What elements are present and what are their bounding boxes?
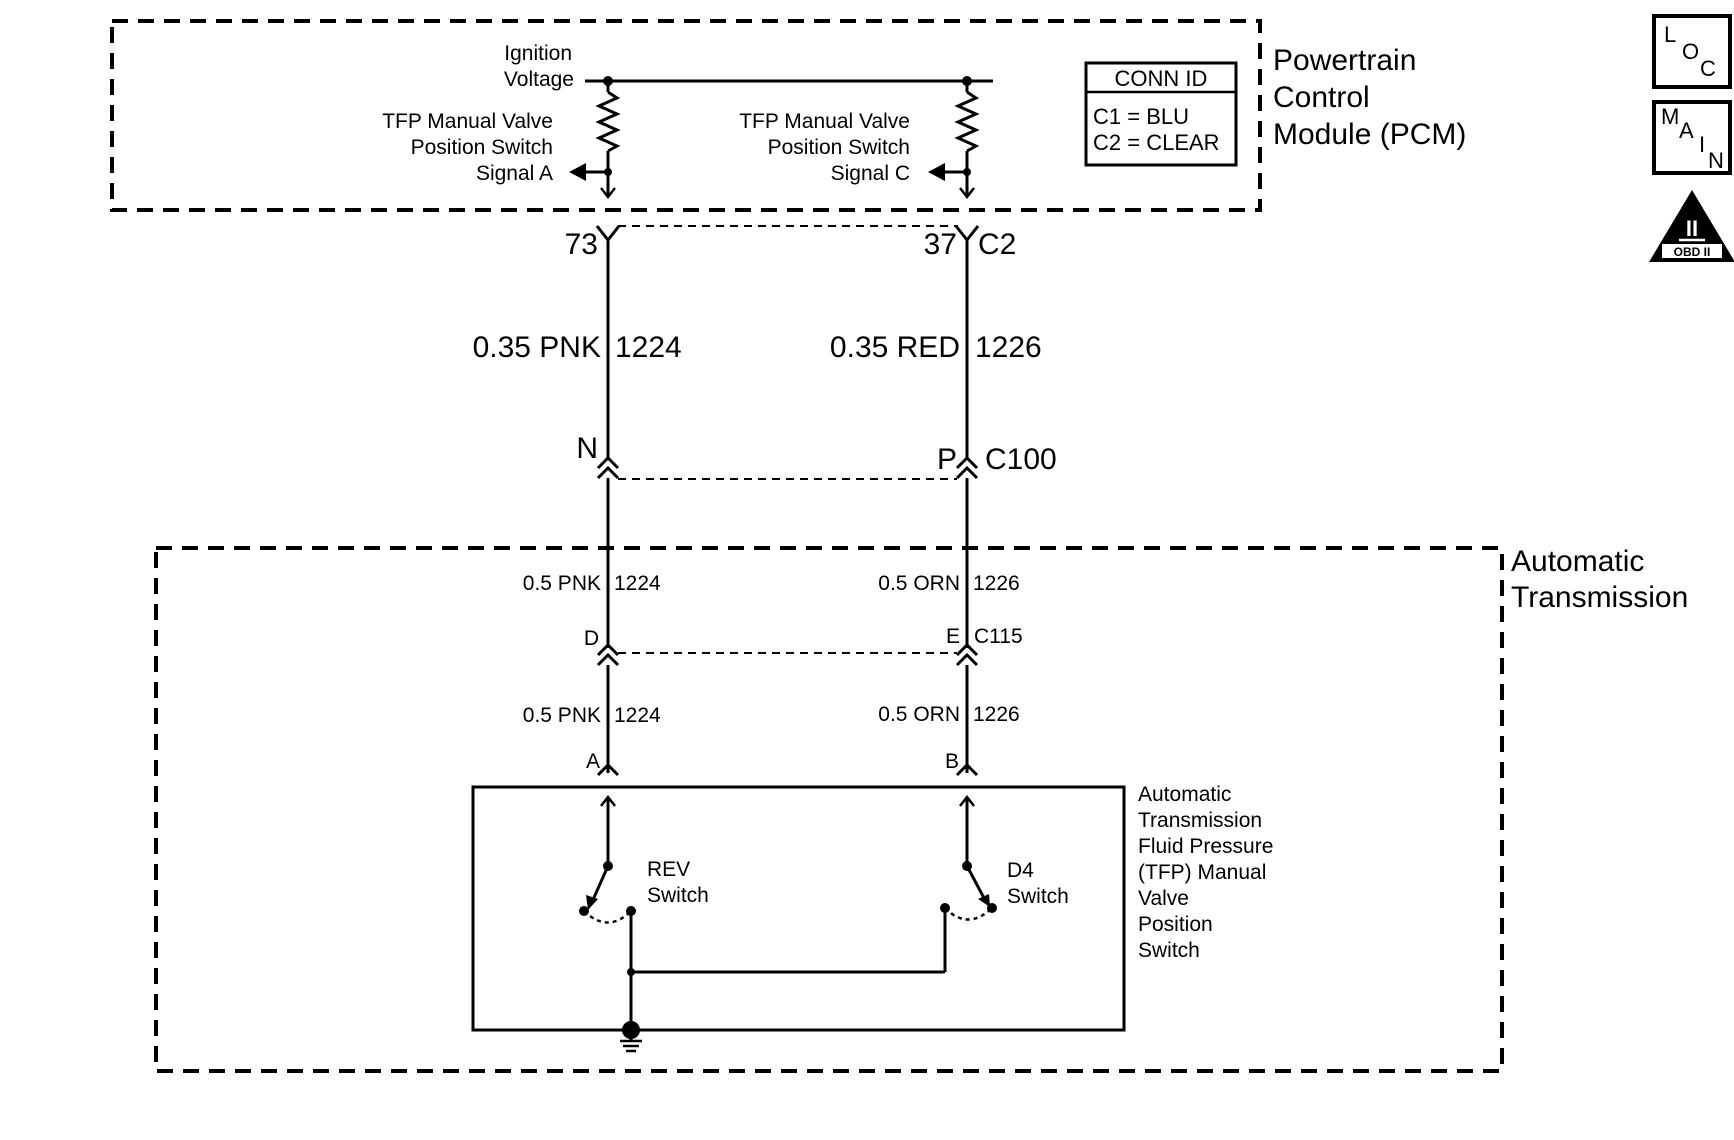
signal-c-label-line1: TFP Manual Valve [739, 110, 910, 133]
wire-1226-mid-color: 0.5 ORN [878, 572, 960, 595]
wire-1224-mid-circuit: 1224 [614, 572, 661, 595]
conn-id-table: CONN ID C1 = BLU C2 = CLEAR [1084, 61, 1238, 167]
main-badge-icon: M A I N [1652, 100, 1732, 175]
loc-letter-o: O [1682, 39, 1699, 64]
assembly-label-line2: Transmission [1138, 809, 1262, 832]
rev-switch-label-line2: Switch [647, 884, 709, 907]
switch-common-wiring [627, 908, 947, 1030]
pcm-title: Powertrain Control Module (PCM) [1273, 44, 1466, 151]
wire-1226-mid-circuit: 1226 [973, 572, 1020, 595]
ground-icon [620, 1021, 642, 1053]
c115-pin-d: D [584, 627, 599, 650]
ignition-label-line2: Voltage [504, 68, 574, 91]
wire-1224-mid-color: 0.5 PNK [523, 572, 601, 595]
wire-1224-upper-circuit: 1224 [615, 331, 682, 364]
d4-switch-label-line2: Switch [1007, 885, 1069, 908]
wire-1226-lower-color: 0.5 ORN [878, 703, 960, 726]
switch-pin-b: B [945, 750, 959, 773]
pcm-connector-c2-label: C2 [978, 228, 1016, 261]
loc-letter-l: L [1664, 22, 1676, 47]
rev-switch-label-line1: REV [647, 858, 690, 881]
wire-1224-lower-circuit: 1224 [614, 704, 661, 727]
main-letter-n: N [1708, 148, 1724, 173]
conn-id-header: CONN ID [1115, 66, 1208, 91]
obd-symbol: II [1686, 216, 1698, 241]
tfp-switch-assembly [471, 785, 1126, 1032]
transmission-boundary [154, 546, 1504, 1073]
signal-c-label-line3: Signal C [831, 162, 910, 185]
obd-ii-badge-icon: II OBD II [1649, 190, 1734, 262]
assembly-label-line5: Valve [1138, 887, 1189, 910]
connector-c100 [596, 455, 979, 480]
pullup-resistor-a [569, 81, 621, 200]
pcm-connector-c2 [595, 225, 980, 243]
c115-label: C115 [974, 625, 1023, 648]
pcm-pin-37: 37 [924, 228, 957, 261]
connector-c115 [596, 642, 979, 667]
wire-1226-upper-circuit: 1226 [975, 331, 1042, 364]
c100-pin-n: N [576, 432, 598, 465]
pcm-title-line1: Powertrain [1273, 44, 1416, 77]
assembly-label-line7: Switch [1138, 939, 1200, 962]
c100-label: C100 [985, 443, 1057, 476]
d4-switch-label-line1: D4 [1007, 859, 1034, 882]
wire-1226-lower-circuit: 1226 [973, 703, 1020, 726]
loc-letter-c: C [1700, 56, 1716, 81]
rev-switch [579, 794, 636, 924]
c100-pin-p: P [937, 443, 957, 476]
main-letter-i: I [1699, 132, 1705, 157]
pullup-resistor-c [928, 81, 980, 200]
transmission-title-line2: Transmission [1511, 581, 1688, 614]
signal-a-label-line3: Signal A [476, 162, 553, 185]
switch-connector-pins [596, 762, 979, 777]
pcm-title-line2: Control [1273, 81, 1370, 114]
wire-1224-lower-color: 0.5 PNK [523, 704, 601, 727]
pcm-boundary [110, 19, 1262, 212]
assembly-label-line1: Automatic [1138, 783, 1231, 806]
switch-pin-a: A [586, 750, 600, 773]
pcm-title-line3: Module (PCM) [1273, 118, 1466, 151]
d4-switch [940, 794, 997, 921]
wire-1226-upper-color: 0.35 RED [830, 331, 960, 364]
assembly-label-line3: Fluid Pressure [1138, 835, 1273, 858]
signal-c-label-line2: Position Switch [768, 136, 910, 159]
assembly-label-line6: Position [1138, 913, 1213, 936]
conn-id-c2: C2 = CLEAR [1093, 130, 1220, 155]
assembly-label-line4: (TFP) Manual [1138, 861, 1266, 884]
loc-badge-icon: L O C [1652, 14, 1732, 89]
signal-a-label-line1: TFP Manual Valve [382, 110, 553, 133]
transmission-title-line1: Automatic [1511, 545, 1644, 578]
pcm-pin-73: 73 [565, 228, 598, 261]
conn-id-c1: C1 = BLU [1093, 104, 1189, 129]
main-letter-m: M [1661, 104, 1679, 129]
obd-label: OBD II [1674, 245, 1711, 259]
wire-1224-upper-color: 0.35 PNK [473, 331, 601, 364]
main-letter-a: A [1679, 118, 1694, 143]
c115-pin-e: E [946, 625, 960, 648]
signal-a-label-line2: Position Switch [411, 136, 553, 159]
ignition-label-line1: Ignition [504, 42, 572, 65]
